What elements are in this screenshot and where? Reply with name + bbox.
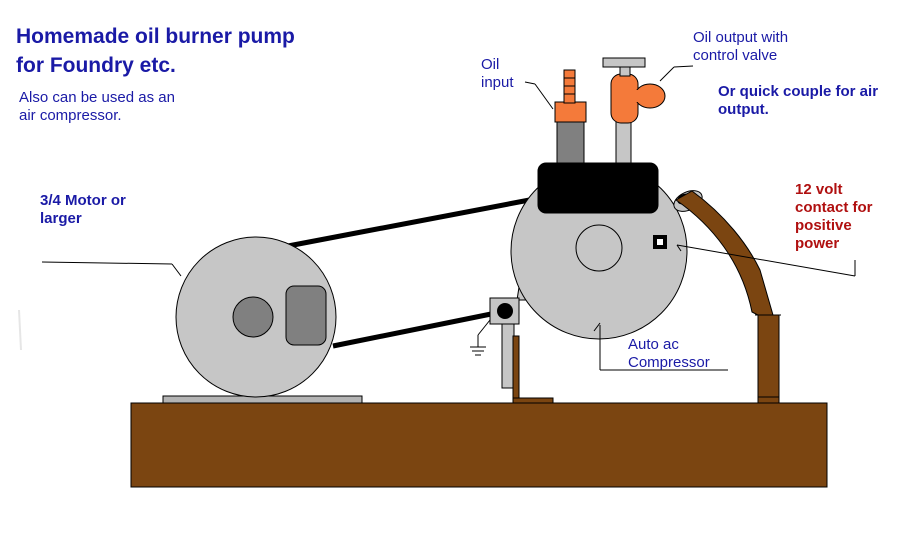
oil-output-tube [615,119,632,165]
subtitle-line-1: Also can be used as an [19,89,175,106]
volt-pointer-line [676,244,856,277]
clutch-terminal-inner [657,239,663,245]
idler-pulley [497,303,513,319]
oil-input-label: Oil input [481,56,514,92]
subtitle: Also can be used as an air compressor. [19,89,175,125]
volt-line-2: contact for [795,199,873,216]
oil-input-line-1: Oil [481,56,500,73]
oil-output-label: Oil output with control valve [693,29,788,65]
oil-output-pointer-tip [659,66,675,82]
valve-handle [602,57,646,68]
motor-pointer-tip [171,263,182,277]
compressor-line-1: Auto ac [628,336,679,353]
compressor-clutch [575,224,623,272]
compressor-head [537,162,659,214]
idler-foot [512,397,554,404]
faint-mark [18,309,22,351]
drive-belt-top [287,195,541,249]
motor-label: 3/4 Motor or larger [40,192,126,228]
drive-belt-bottom [332,310,497,349]
oil-output-line-1: Oil output with [693,29,789,46]
oil-input-line-2: input [481,74,514,91]
oil-output-pointer [673,65,694,68]
motor-pulley [232,296,274,338]
quick-couple-line-1: Or quick couple for air [718,83,879,100]
oil-output-line-2: control valve [693,47,778,64]
oil-input-pointer [524,81,536,85]
compressor-label: Auto ac Compressor [628,336,710,372]
oil-input-tube [556,119,585,169]
title-line-2: for Foundry etc. [16,54,176,77]
title-line-1: Homemade oil burner pump [16,25,295,48]
quick-couple-label: Or quick couple for air output. [718,83,878,119]
volt-pointer-tick [676,244,682,252]
volt-line-4: power [795,235,840,252]
subtitle-line-2: air compressor. [19,107,122,124]
oil-input-pointer-tip [534,83,554,110]
compressor-pointer-tip [593,322,601,332]
volt-line-1: 12 volt [795,181,843,198]
volt-line-3: positive [795,217,852,234]
wood-base [130,402,828,488]
motor-pointer-line [41,261,173,265]
ground-wire [477,319,491,336]
motor-label-line-2: larger [40,210,82,227]
valve-body [610,73,639,124]
compressor-line-2: Compressor [628,354,710,371]
motor-junction-box [285,285,327,346]
title: Homemade oil burner pump for Foundry etc… [16,22,295,80]
compressor-strap [675,190,780,404]
quick-couple-line-2: output. [718,101,769,118]
valve-side-cap [634,83,666,109]
idler-arm [512,335,520,403]
oil-input-nut [554,101,587,123]
valve-side-neck [634,90,638,102]
idler-post [501,321,515,389]
motor-label-line-1: 3/4 Motor or [40,192,126,209]
voltage-contact-label: 12 volt contact for positive power [795,181,873,253]
